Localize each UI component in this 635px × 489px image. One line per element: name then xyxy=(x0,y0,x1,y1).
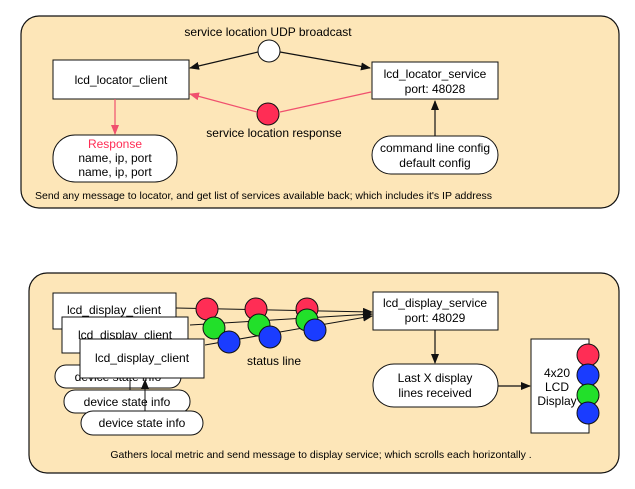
last-x-line-1: Last X display xyxy=(398,371,473,385)
response-box xyxy=(52,134,178,183)
display-client-label-1: lcd_display_client xyxy=(67,303,162,317)
locator-service-label: lcd_locator_service xyxy=(384,67,487,81)
broadcast-dot xyxy=(257,39,281,63)
response-label: service location response xyxy=(206,126,342,140)
locator-client-label: lcd_locator_client xyxy=(75,73,168,87)
lcd-display-line-1: 4x20 xyxy=(544,366,570,380)
device-state-label-3: device state info xyxy=(99,416,186,430)
last-x-line-2: lines received xyxy=(398,386,471,400)
status-dot-blue-1 xyxy=(217,330,241,354)
display-client-label-3: lcd_display_client xyxy=(95,351,190,365)
broadcast-arrow-to-client xyxy=(189,51,259,70)
locator-caption: Send any message to locator, and get lis… xyxy=(35,190,492,202)
config-line-2: default config xyxy=(399,156,470,170)
locator-service-port: port: 48028 xyxy=(405,82,466,96)
broadcast-arrow-to-service xyxy=(279,51,371,71)
lcd-display-line-3: Display xyxy=(537,394,576,408)
lcd-display-line-2: LCD xyxy=(545,380,569,394)
display-service-box xyxy=(372,291,499,331)
response-arrow-to-client xyxy=(189,92,258,113)
display-service-label: lcd_display_service xyxy=(383,296,487,310)
display-client-box-3 xyxy=(79,338,205,379)
lcd-dot-blue-1 xyxy=(576,363,600,387)
status-dot-blue-3 xyxy=(303,318,327,342)
broadcast-label: service location UDP broadcast xyxy=(184,25,352,39)
locator-client-box xyxy=(52,59,190,100)
response-title: Response xyxy=(88,137,142,151)
status-dot-blue-2 xyxy=(258,325,282,349)
status-dot-green-1 xyxy=(202,316,226,340)
response-line-1: name, ip, port xyxy=(78,151,152,165)
config-line-1: command line config xyxy=(380,141,490,155)
device-state-label-2: device state info xyxy=(84,395,171,409)
lcd-dot-red xyxy=(576,343,600,367)
response-line-2: name, ip, port xyxy=(78,165,152,179)
response-arrow-from-service xyxy=(279,91,372,113)
display-caption: Gathers local metric and send message to… xyxy=(110,449,531,461)
response-dot xyxy=(256,102,280,126)
locator-service-box xyxy=(371,61,499,100)
device-state-box-3 xyxy=(80,410,204,436)
lcd-dot-blue-2 xyxy=(576,401,600,425)
status-line-label: status line xyxy=(247,354,301,368)
display-service-port: port: 48029 xyxy=(405,311,466,325)
